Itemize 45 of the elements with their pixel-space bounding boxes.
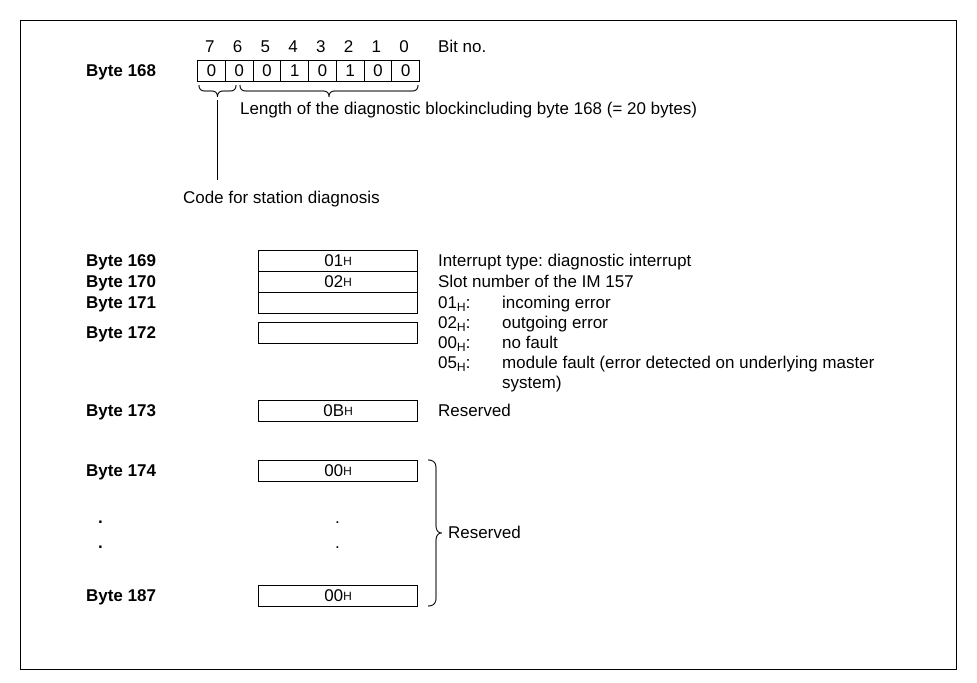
bit-number: 6 (232, 37, 242, 57)
description-text: incoming error (502, 293, 611, 313)
bit-number: 3 (316, 37, 326, 57)
bit-cell: 0 (364, 60, 392, 82)
ellipsis-dot: . (335, 533, 340, 553)
description-text: Interrupt type: diagnostic interrupt (438, 251, 692, 271)
bit-number: 4 (288, 37, 298, 57)
description-text: Reserved (448, 523, 521, 543)
code-text: 05$_{H}$: (438, 353, 470, 373)
bit-cell: 1 (280, 60, 309, 82)
byte-label: Byte 173 (86, 401, 156, 421)
byte-label: Byte 168 (86, 61, 156, 81)
bit-cell: 0 (391, 60, 420, 82)
header-text: Bit no. (438, 37, 486, 57)
ellipsis-dot: . (335, 508, 340, 528)
code-text: 01$_{H}$: (438, 293, 470, 313)
bit-number: 7 (205, 37, 214, 57)
bit-number: 5 (260, 37, 270, 57)
ellipsis-dot: . (98, 508, 103, 528)
bit-cell: 0 (308, 60, 337, 82)
description-text: Length of the diagnostic blockincluding byte 168 (= 20 bytes) (240, 99, 697, 119)
byte-label: Byte 172 (86, 323, 156, 343)
code-text: 00$_{H}$: (438, 333, 470, 353)
description-text: Reserved (438, 401, 511, 421)
bit-number: 1 (372, 37, 381, 57)
description-text: outgoing error (502, 313, 608, 333)
ellipsis-dot: . (98, 533, 103, 553)
description-text: Code for station diagnosis (183, 188, 380, 208)
description-text: no fault (502, 333, 558, 353)
byte-field (258, 322, 418, 344)
byte-label: Byte 169 (86, 251, 156, 271)
bit-number: 0 (399, 37, 409, 57)
description-text: Slot number of the IM 157 (438, 272, 634, 292)
byte-label: Byte 187 (86, 586, 156, 606)
byte-label: Byte 170 (86, 272, 156, 292)
bit-number: 2 (344, 37, 354, 57)
bit-cell: 1 (336, 60, 364, 82)
byte-field (258, 292, 418, 314)
bit-cell: 0 (252, 60, 282, 82)
description-text: module fault (error detected on underlying master system) (502, 353, 876, 393)
bit-cell: 0 (197, 60, 226, 82)
bit-cell: 0 (224, 60, 254, 82)
byte-label: Byte 171 (86, 293, 156, 313)
byte-label: Byte 174 (86, 461, 156, 481)
code-text: 02$_{H}$: (438, 313, 470, 333)
